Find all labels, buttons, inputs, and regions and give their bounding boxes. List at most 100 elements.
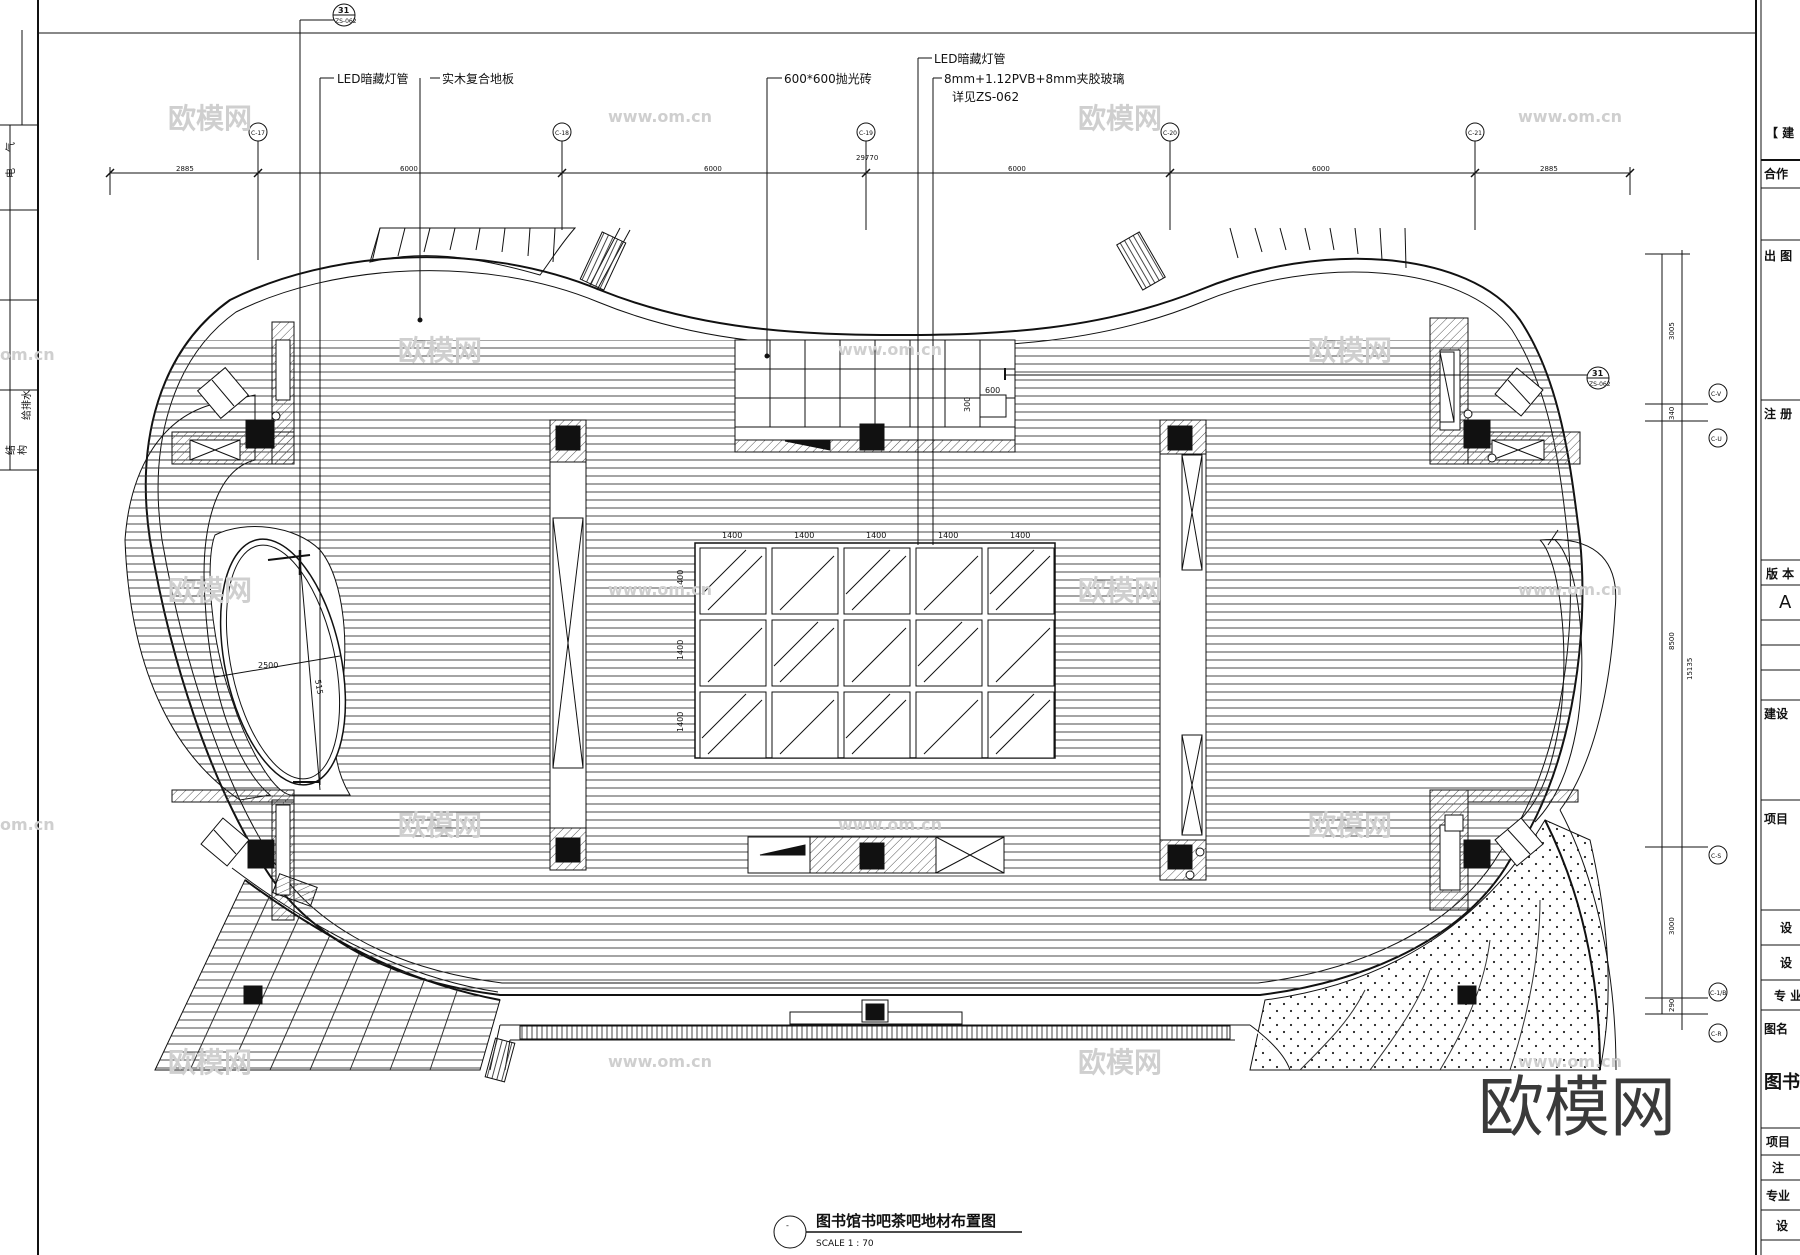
watermark-small: 欧模网	[168, 574, 252, 607]
glass-pane-mark	[845, 549, 891, 595]
dim-text: 3000	[1668, 917, 1676, 935]
glass-pane	[699, 619, 767, 687]
callout-led-left: LED暗藏灯管	[337, 71, 409, 86]
glass-pane-mark	[845, 693, 891, 739]
title-block-cell: 专业	[1766, 1188, 1790, 1203]
glass-pane-mark	[923, 627, 979, 683]
glass-pane	[987, 619, 1055, 687]
watermark-small: 欧模网	[398, 334, 482, 367]
glass-pane-mark	[851, 699, 907, 755]
right-partition	[1159, 419, 1207, 881]
glass-pane	[771, 619, 839, 687]
watermark-url: www.om.cn	[1518, 580, 1622, 599]
glass-pane	[915, 619, 983, 687]
grid-dim-x: 1400	[938, 531, 958, 540]
watermark-url: www.om.cn	[608, 580, 712, 599]
watermark-small: 欧模网	[1308, 334, 1392, 367]
watermarks: 欧模网 www.om.cn 欧模网 www.om.cn 欧模网 www.om.c…	[0, 102, 1676, 1146]
glass-pane-mark	[989, 693, 1035, 739]
left-strip-label: 结	[4, 445, 17, 455]
title-block-cell: 设	[1780, 920, 1793, 935]
watermark-small: 欧模网	[168, 102, 252, 135]
grid-dim-x: 1400	[1010, 531, 1030, 540]
callout-leaders	[267, 19, 1598, 785]
glass-pane-mark	[779, 627, 835, 683]
title-block-cell: 建设	[1763, 706, 1789, 721]
glass-pane	[771, 691, 839, 759]
title-block-cell: 【 建	[1766, 125, 1795, 140]
dim-text: 340	[1668, 407, 1676, 420]
bottom-counter	[747, 836, 1005, 874]
entrance-band	[484, 999, 1291, 1083]
watermark-edge: om.cn	[0, 345, 55, 364]
grid-axis-bubble	[1160, 122, 1180, 142]
glass-pane-mark	[989, 549, 1035, 595]
section-mark-sheet: ZS-062	[1589, 381, 1611, 388]
tile-area: 600 300	[734, 339, 1016, 453]
glass-pane	[987, 547, 1055, 615]
dim-text: 29770	[856, 154, 878, 162]
watermark-small: 欧模网	[168, 1046, 252, 1079]
grid-axis-bubble	[1708, 845, 1728, 865]
callout-led-right: LED暗藏灯管	[934, 51, 1006, 66]
dim-text: 15135	[1686, 658, 1694, 680]
glass-pane-mark	[995, 699, 1051, 755]
watermark-small: 欧模网	[1308, 809, 1392, 842]
callout-tile: 600*600抛光砖	[784, 71, 872, 86]
callout-glass: 8mm+1.12PVB+8mm夹胶玻璃	[944, 71, 1125, 86]
grid-axis-label: C-1/B	[1710, 990, 1726, 997]
left-strip-label: 给排水	[20, 390, 33, 420]
left-curved-niche: 2500 515	[124, 394, 351, 801]
glass-pane	[843, 547, 911, 615]
glass-pane-mark	[923, 555, 979, 611]
watermark-small: 欧模网	[1078, 574, 1162, 607]
callout-wood-floor: 实木复合地板	[442, 71, 514, 86]
grid-dim-y: 1400	[676, 712, 685, 732]
grid-axis-label: C-R	[1711, 1031, 1722, 1038]
glass-pane-mark	[995, 555, 1051, 611]
dim-text: 3005	[1668, 322, 1676, 340]
title-block-cell: 图名	[1764, 1021, 1788, 1036]
watermark-small: 欧模网	[398, 809, 482, 842]
grid-axis-label: C-20	[1163, 130, 1177, 137]
grid-dim-x: 1400	[722, 531, 742, 540]
title-block-cell: 设	[1780, 955, 1793, 970]
watermark-url: www.om.cn	[838, 815, 942, 834]
drawing-title-block: - 图书馆书吧茶吧地材布置图 SCALE 1 : 70	[773, 1212, 1022, 1249]
glass-pane	[915, 691, 983, 759]
glass-pane	[915, 547, 983, 615]
glass-pane	[771, 547, 839, 615]
callout-glass-ref: 详见ZS-062	[952, 89, 1019, 104]
glass-pane-mark	[851, 627, 907, 683]
corner-walls	[171, 317, 1581, 921]
section-mark-sheet: ZS-062	[335, 18, 357, 25]
glass-pane-mark	[707, 555, 763, 611]
left-title-strip: 电 气 结 构 给排水	[0, 30, 38, 471]
title-block-cell: 项目	[1764, 812, 1788, 826]
top-grid-axes: C-17 C-18 C-19 C-20 C-21 29770 2885 6000…	[105, 122, 1635, 260]
grid-dim-y: 1400	[676, 570, 685, 590]
title-block-cell: 注	[1772, 1160, 1784, 1175]
glass-pane-mark	[707, 627, 763, 683]
ellipse-dim-text: 2500	[258, 661, 278, 670]
dim-text: 6000	[400, 165, 418, 173]
dim-text: 6000	[1008, 165, 1026, 173]
glass-pane-mark	[995, 627, 1051, 683]
glass-pane-mark	[779, 699, 835, 755]
grid-axis-label: C-S	[1711, 853, 1721, 860]
small-dim-text: 600	[985, 386, 1000, 395]
watermark-url: www.om.cn	[1518, 1052, 1622, 1071]
glass-pane-mark	[773, 621, 819, 667]
glass-pane-mark	[779, 555, 835, 611]
title-block-cell: 版 本	[1766, 566, 1794, 581]
grid-axis-bubble	[1465, 122, 1485, 142]
grid-axis-label: C-19	[859, 130, 873, 137]
glass-pane	[987, 691, 1055, 759]
left-strip-label: 气	[4, 142, 17, 152]
top-stair-left	[369, 227, 631, 291]
glass-grid: 1400 1400 1400 1400 1400 1400 1400 1400	[676, 531, 1056, 759]
grid-axis-label: C-18	[555, 130, 569, 137]
watermark-small: 欧模网	[1078, 102, 1162, 135]
grid-axis-bubble	[1708, 428, 1728, 448]
